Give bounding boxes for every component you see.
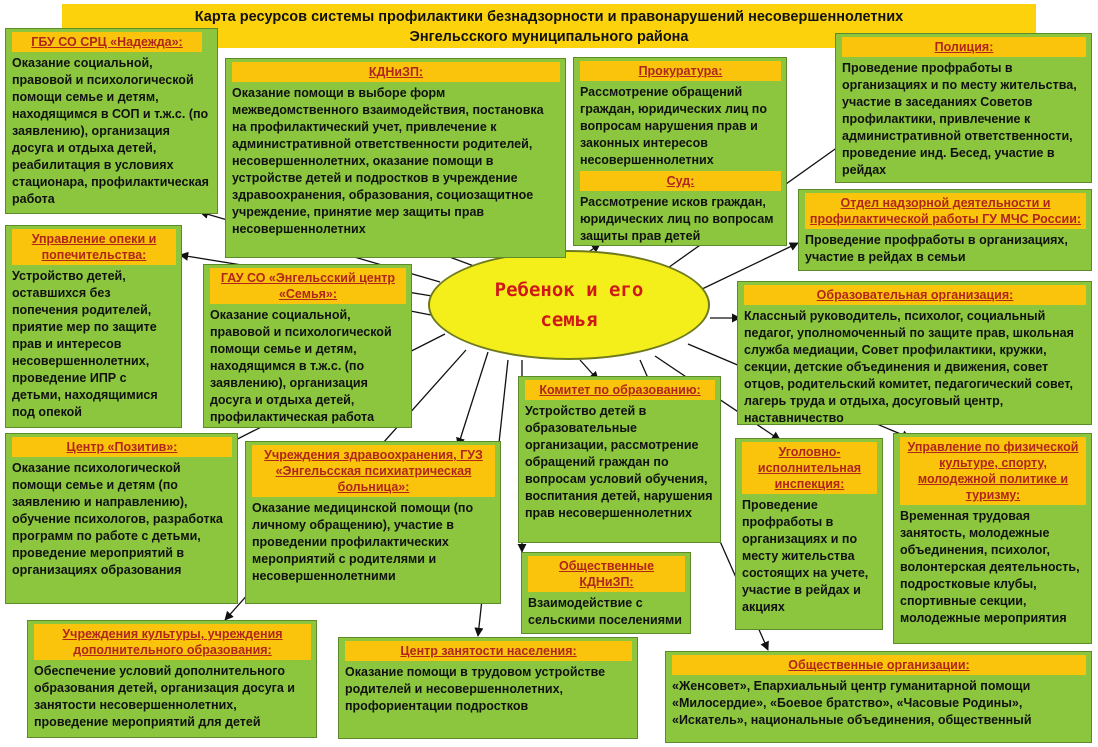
box-pozitiv: Центр «Позитив»: Оказание психологическо… xyxy=(5,433,238,604)
text-obsch-org: «Женсовет», Епархиальный центр гуманитар… xyxy=(672,679,1032,727)
arrow-to-mchs xyxy=(699,242,799,291)
box-policiya: Полиция: Проведение профработы в организ… xyxy=(835,33,1092,183)
text-policiya: Проведение профработы в организациях и п… xyxy=(842,61,1077,177)
header-semya: ГАУ СО «Энгельсский центр «Семья»: xyxy=(210,268,406,304)
text-pozitiv: Оказание психологической помощи семье и … xyxy=(12,461,223,577)
header-ugolovno: Уголовно-исполнительная инспекция: xyxy=(742,442,877,494)
header-obrazovatelnaya: Образовательная организация: xyxy=(744,285,1086,305)
text-ugolovno: Проведение профработы в организациях и п… xyxy=(742,498,869,614)
text-kultura: Обеспечение условий дополнительного обра… xyxy=(34,664,295,729)
box-zdravoohranenie: Учреждения здравоохранения, ГУЗ «Энгельс… xyxy=(245,441,501,604)
text-zdravoohranenie: Оказание медицинской помощи (по личному … xyxy=(252,501,474,583)
header-zanyatost: Центр занятости населения: xyxy=(345,641,632,661)
header-opeka: Управление опеки и попечительства: xyxy=(12,229,176,265)
box-semya: ГАУ СО «Энгельсский центр «Семья»: Оказа… xyxy=(203,264,412,428)
text-kdn: Оказание помощи в выборе форм межведомст… xyxy=(232,86,544,236)
box-komitet: Комитет по образованию: Устройство детей… xyxy=(518,376,721,543)
header-kultura: Учреждения культуры, учреждения дополнит… xyxy=(34,624,311,660)
header-policiya: Полиция: xyxy=(842,37,1086,57)
map-title: Карта ресурсов системы профилактики безн… xyxy=(62,4,1036,48)
text-mchs: Проведение профработы в организациях, уч… xyxy=(805,233,1068,264)
text-sport: Временная трудовая занятость, молодежные… xyxy=(900,509,1080,625)
title-line-1: Карта ресурсов системы профилактики безн… xyxy=(194,9,904,25)
box-nadezhda: ГБУ СО СРЦ «Надежда»: Оказание социально… xyxy=(5,28,218,214)
header-nadezhda: ГБУ СО СРЦ «Надежда»: xyxy=(12,32,202,52)
text-komitet: Устройство детей в образовательные орган… xyxy=(525,404,713,520)
box-mchs: Отдел надзорной деятельности и профилакт… xyxy=(798,189,1092,271)
header-prokuratura: Прокуратура: xyxy=(580,61,781,81)
child-and-family-ellipse: Ребенок и его семья xyxy=(428,250,710,360)
title-line-2: Энгельсского муниципального района xyxy=(409,29,689,45)
box-obrazovatelnaya: Образовательная организация: Классный ру… xyxy=(737,281,1092,425)
header-pozitiv: Центр «Позитив»: xyxy=(12,437,232,457)
text-prokuratura: Рассмотрение обращений граждан, юридичес… xyxy=(580,85,767,167)
text-semya: Оказание социальной, правовой и психолог… xyxy=(210,308,392,424)
text-zanyatost: Оказание помощи в трудовом устройстве ро… xyxy=(345,665,606,713)
box-kultura: Учреждения культуры, учреждения дополнит… xyxy=(27,620,317,738)
header-sud: Суд: xyxy=(580,171,781,191)
text-opeka: Устройство детей, оставшихся без попечен… xyxy=(12,269,158,419)
box-kdn: КДНиЗП: Оказание помощи в выборе форм ме… xyxy=(225,58,566,258)
box-prokuratura-sud: Прокуратура: Рассмотрение обращений граж… xyxy=(573,57,787,246)
box-obsch-org: Общественные организации: «Женсовет», Еп… xyxy=(665,651,1092,743)
arrow-to-zdravoohranenie xyxy=(456,351,489,447)
header-zdravoohranenie: Учреждения здравоохранения, ГУЗ «Энгельс… xyxy=(252,445,495,497)
text-sud: Рассмотрение исков граждан, юридических … xyxy=(580,195,774,243)
box-ugolovno: Уголовно-исполнительная инспекция: Прове… xyxy=(735,438,883,630)
box-sport: Управление по физической культуре, спорт… xyxy=(893,433,1092,644)
header-obsch-org: Общественные организации: xyxy=(672,655,1086,675)
center-label: Ребенок и его семья xyxy=(494,279,644,331)
header-kdn: КДНиЗП: xyxy=(232,62,560,82)
box-obsch-kdn: Общественные КДНиЗП: Взаимодействие с се… xyxy=(521,552,691,634)
header-mchs: Отдел надзорной деятельности и профилакт… xyxy=(805,193,1086,229)
text-nadezhda: Оказание социальной, правовой и психолог… xyxy=(12,56,209,206)
text-obrazovatelnaya: Классный руководитель, психолог, социаль… xyxy=(744,309,1074,425)
box-opeka: Управление опеки и попечительства: Устро… xyxy=(5,225,182,428)
text-obsch-kdn: Взаимодействие с сельскими поселениями xyxy=(528,596,682,627)
header-obsch-kdn: Общественные КДНиЗП: xyxy=(528,556,685,592)
header-sport: Управление по физической культуре, спорт… xyxy=(900,437,1086,505)
box-zanyatost: Центр занятости населения: Оказание помо… xyxy=(338,637,638,739)
header-komitet: Комитет по образованию: xyxy=(525,380,715,400)
